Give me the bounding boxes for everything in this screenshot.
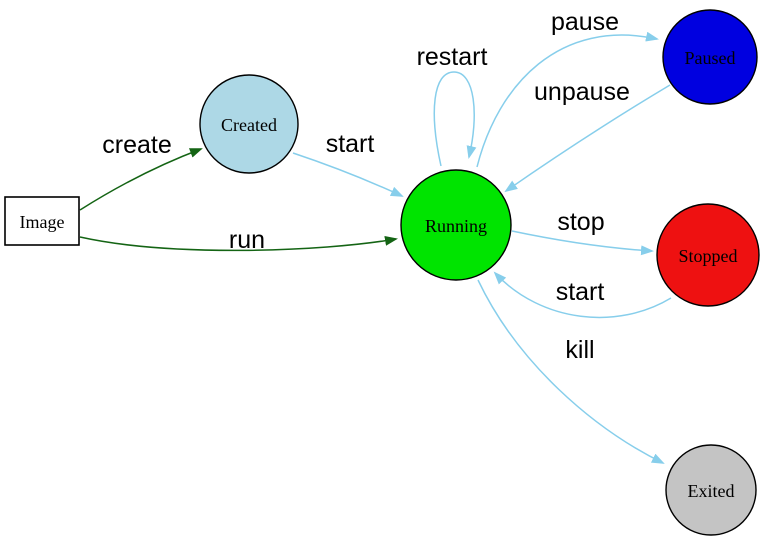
node-exited: Exited — [665, 444, 757, 536]
node-created: Created — [199, 74, 299, 174]
edge-label-stop: stop — [557, 208, 604, 236]
node-exited-shape — [665, 444, 757, 536]
node-created-shape — [199, 74, 299, 174]
edge-kill — [477, 279, 665, 464]
node-stopped-shape — [656, 203, 760, 307]
node-paused: Paused — [662, 9, 758, 105]
edge-start-stopped-running — [493, 271, 672, 319]
node-running: Running — [400, 169, 512, 281]
node-paused-shape — [662, 9, 758, 105]
edge-label-start-created: start — [326, 130, 375, 158]
edge-label-start-stopped: start — [556, 278, 605, 306]
edge-label-kill: kill — [565, 336, 594, 364]
node-paused-label: Paused — [685, 48, 736, 68]
node-running-shape — [400, 169, 512, 281]
edge-create — [79, 148, 203, 211]
edge-label-unpause: unpause — [534, 78, 630, 106]
node-image: Image — [4, 196, 80, 246]
edge-label-create: create — [102, 131, 171, 159]
edge-stop — [511, 230, 654, 256]
node-image-label: Image — [20, 212, 65, 232]
edge-pause — [476, 31, 659, 168]
edge-restart-self-loop — [433, 71, 477, 167]
edge-run — [79, 235, 398, 252]
node-stopped: Stopped — [656, 203, 760, 307]
node-running-label: Running — [425, 216, 487, 236]
node-image-shape — [4, 196, 80, 246]
edge-label-restart: restart — [417, 43, 488, 71]
node-stopped-label: Stopped — [678, 246, 737, 266]
edge-label-pause: pause — [551, 8, 619, 36]
node-created-label: Created — [221, 115, 277, 135]
edge-start-created-running — [292, 152, 404, 197]
edge-unpause — [504, 84, 671, 193]
node-exited-label: Exited — [688, 481, 735, 501]
edge-label-run: run — [229, 226, 265, 254]
